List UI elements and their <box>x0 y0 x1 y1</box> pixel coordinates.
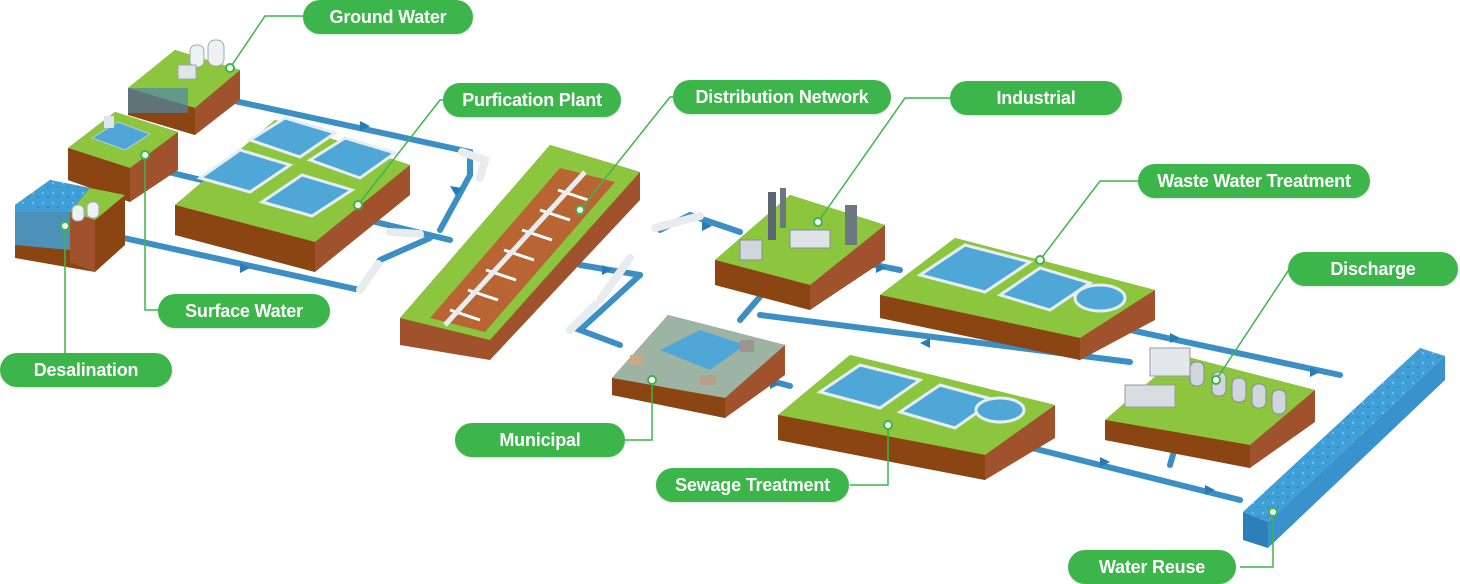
discharge-platform <box>1105 347 1315 468</box>
industrial-platform <box>715 188 885 310</box>
label-purification-plant: Purfication Plant <box>443 83 621 117</box>
label-desalination: Desalination <box>0 353 172 387</box>
municipal-platform <box>612 315 785 418</box>
surface-water-platform <box>68 112 178 202</box>
label-industrial: Industrial <box>950 81 1122 115</box>
pipe-white-sections <box>356 148 704 334</box>
label-discharge: Discharge <box>1288 252 1458 286</box>
label-ground-water: Ground Water <box>303 0 473 34</box>
purification-plant-platform <box>175 116 410 272</box>
label-distribution-network: Distribution Network <box>673 80 891 114</box>
leader-dots <box>60 63 1278 517</box>
sewage-treatment-platform <box>778 355 1055 480</box>
waste-water-treatment-platform <box>880 238 1155 360</box>
distribution-network-trench <box>400 145 640 360</box>
label-municipal: Municipal <box>455 423 625 457</box>
label-sewage-treatment: Sewage Treatment <box>656 468 849 502</box>
ground-water-platform <box>128 39 240 135</box>
label-waste-water-treatment: Waste Water Treatment <box>1138 164 1370 198</box>
label-water-reuse: Water Reuse <box>1068 550 1236 584</box>
label-surface-water: Surface Water <box>158 294 330 328</box>
water-reuse-channel <box>1243 348 1445 548</box>
